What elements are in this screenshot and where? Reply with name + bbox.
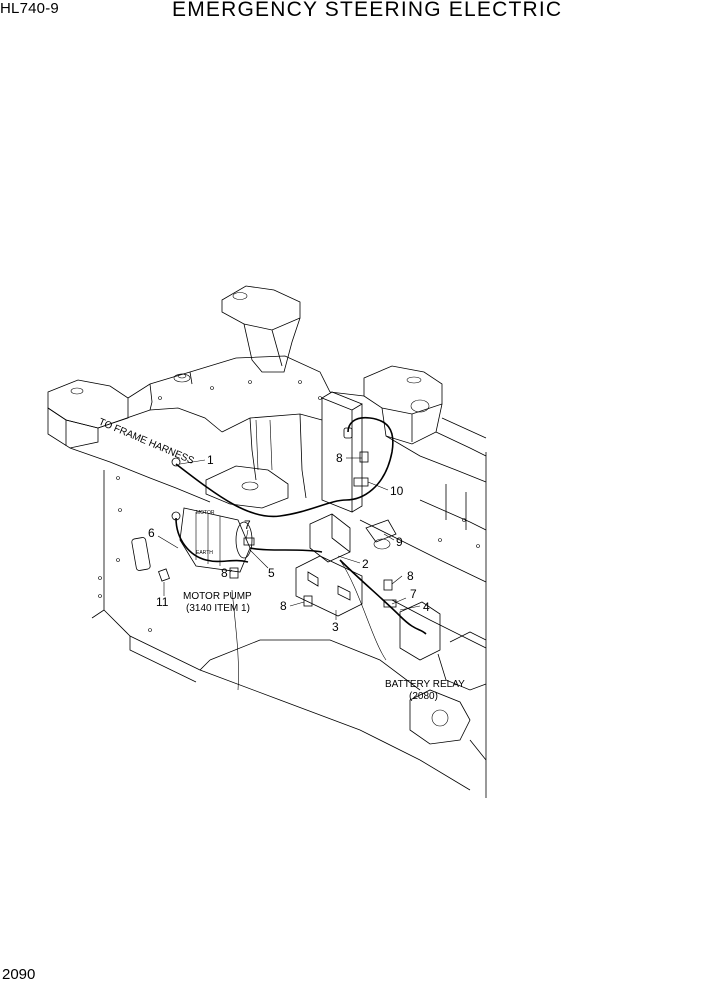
callout-8-bracket: 8 bbox=[280, 599, 287, 613]
mounting-holes bbox=[98, 380, 480, 632]
frame-drawing bbox=[47, 285, 487, 798]
callout-4: 4 bbox=[423, 600, 430, 614]
callout-5: 5 bbox=[268, 566, 275, 580]
motor-pump-ref: (3140 ITEM 1) bbox=[186, 603, 250, 614]
terminal-icon bbox=[171, 511, 181, 521]
callout-11: 11 bbox=[156, 595, 169, 609]
relay-to-battery-wire bbox=[339, 559, 427, 635]
harness-note: TO FRAME HARNESS bbox=[97, 417, 196, 467]
callout-7-pump: 7 bbox=[244, 518, 251, 532]
page-title: EMERGENCY STEERING ELECTRIC bbox=[172, 0, 563, 21]
grommet-icon bbox=[171, 457, 181, 467]
callout-6: 6 bbox=[148, 526, 155, 540]
battery-relay-label: BATTERY RELAY bbox=[385, 679, 465, 690]
callout-1: 1 bbox=[207, 453, 214, 467]
connector-icon bbox=[343, 427, 353, 439]
bolt-icon bbox=[229, 567, 239, 579]
callout-3: 3 bbox=[332, 620, 339, 634]
page-number: 2090 bbox=[2, 966, 36, 983]
main-harness-wire bbox=[175, 416, 394, 518]
earth-tag: EARTH bbox=[196, 550, 213, 556]
motor-pump-label: MOTOR PUMP bbox=[183, 591, 252, 602]
clamp-icon bbox=[383, 599, 397, 608]
bolt-icon bbox=[303, 595, 313, 607]
pump-to-relay-wire bbox=[249, 547, 323, 553]
motor-tag: MOTOR bbox=[196, 510, 215, 516]
callout-7-relay: 7 bbox=[410, 587, 417, 601]
callout-8-pump: 8 bbox=[221, 566, 228, 580]
model-number: HL740-9 bbox=[0, 0, 59, 17]
leader-lines bbox=[157, 457, 421, 620]
battery-relay-ref: (2080) bbox=[409, 691, 438, 702]
bolt-icon bbox=[158, 568, 170, 582]
callout-8-relay: 8 bbox=[407, 569, 414, 583]
callout-10: 10 bbox=[390, 484, 404, 498]
harness-wires bbox=[175, 416, 427, 691]
ground-wire bbox=[175, 517, 249, 563]
callout-8-top: 8 bbox=[336, 451, 343, 465]
clamp-icon bbox=[243, 537, 255, 546]
callout-9: 9 bbox=[396, 535, 403, 549]
bolt-icon bbox=[383, 579, 393, 591]
bolt-icon bbox=[359, 451, 369, 463]
callout-2: 2 bbox=[362, 557, 369, 571]
clamp-icon bbox=[353, 477, 369, 487]
